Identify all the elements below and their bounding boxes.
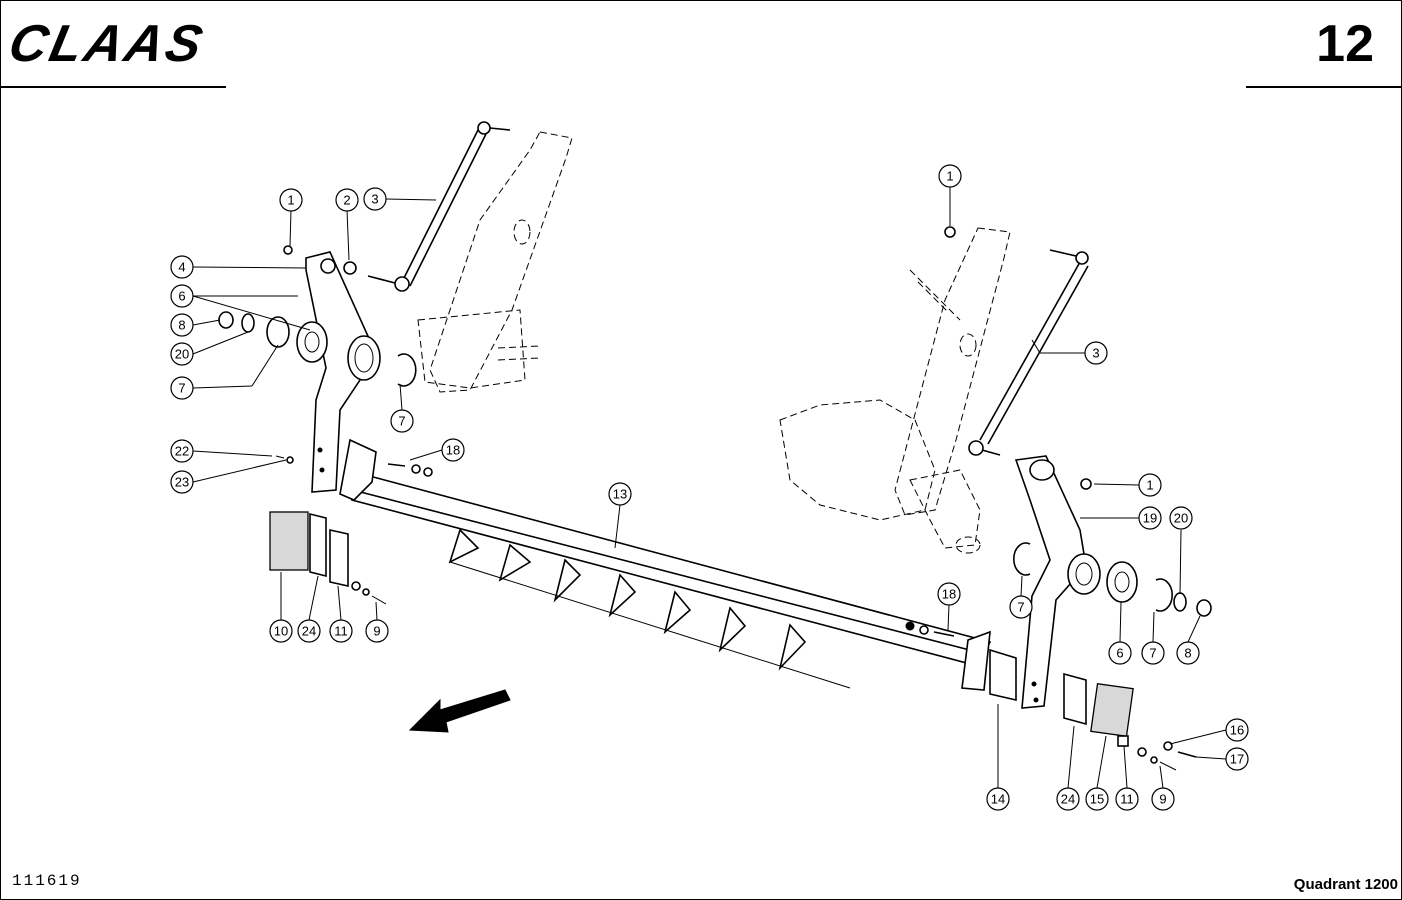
callout-15: 15 <box>1085 787 1109 811</box>
callout-9-right: 9 <box>1151 787 1175 811</box>
svg-text:8: 8 <box>178 318 185 333</box>
header-rule-right <box>1246 86 1402 88</box>
left-frame-outline <box>417 131 573 393</box>
svg-text:22: 22 <box>175 444 189 459</box>
svg-text:20: 20 <box>1174 511 1188 526</box>
callout-1-upper-right: 1 <box>938 164 962 188</box>
right-lever-arm <box>1014 455 1101 709</box>
callout-7-left-outer: 7 <box>170 376 194 400</box>
callout-13: 13 <box>608 482 632 506</box>
callout-22: 22 <box>170 439 194 463</box>
svg-text:19: 19 <box>1143 511 1157 526</box>
callout-24-left: 24 <box>297 619 321 643</box>
callout-20-right: 20 <box>1169 506 1193 530</box>
svg-text:11: 11 <box>1120 792 1134 807</box>
callout-9-left: 9 <box>365 619 389 643</box>
rotor-tines <box>448 528 851 689</box>
svg-text:15: 15 <box>1090 792 1104 807</box>
svg-text:11: 11 <box>334 624 348 639</box>
svg-text:3: 3 <box>371 192 378 207</box>
svg-text:9: 9 <box>373 624 380 639</box>
leader-lines <box>192 187 1227 789</box>
right-linkage-rod <box>968 249 1089 456</box>
left-fasteners <box>387 463 433 477</box>
left-linkage-rod <box>367 121 511 292</box>
callout-24-right: 24 <box>1056 787 1080 811</box>
svg-text:13: 13 <box>613 487 627 502</box>
callout-11-right: 11 <box>1115 787 1139 811</box>
svg-text:10: 10 <box>274 624 288 639</box>
svg-text:9: 9 <box>1159 792 1166 807</box>
callout-8-right: 8 <box>1176 641 1200 665</box>
callout-17: 17 <box>1225 747 1249 771</box>
callout-6-right: 6 <box>1108 641 1132 665</box>
callout-6-left: 6 <box>170 284 194 308</box>
rotor-shaft <box>339 438 992 691</box>
callout-8-left: 8 <box>170 313 194 337</box>
svg-text:14: 14 <box>991 792 1005 807</box>
header-rule-left <box>0 86 226 88</box>
svg-text:2: 2 <box>343 193 350 208</box>
right-scraper-plates <box>989 648 1197 771</box>
svg-text:24: 24 <box>302 624 316 639</box>
callout-2: 2 <box>335 188 359 212</box>
svg-text:16: 16 <box>1230 723 1244 738</box>
svg-text:4: 4 <box>178 260 185 275</box>
svg-text:6: 6 <box>1116 646 1123 661</box>
drawing-number: 111619 <box>12 872 82 890</box>
callout-23: 23 <box>170 470 194 494</box>
right-fasteners <box>905 621 955 637</box>
svg-text:7: 7 <box>178 381 185 396</box>
callout-1-upper-left: 1 <box>279 188 303 212</box>
svg-text:20: 20 <box>175 347 189 362</box>
callout-1-lower-right: 1 <box>1138 473 1162 497</box>
callout-7-right-inner: 7 <box>1009 595 1033 619</box>
svg-text:23: 23 <box>175 475 189 490</box>
left-lever-arm <box>305 251 381 493</box>
callout-7-left-inner: 7 <box>390 409 414 433</box>
callout-7-right-outer: 7 <box>1141 641 1165 665</box>
svg-text:18: 18 <box>942 587 956 602</box>
callout-16: 16 <box>1225 718 1249 742</box>
callout-18-left: 18 <box>441 438 465 462</box>
svg-text:17: 17 <box>1230 752 1244 767</box>
svg-text:1: 1 <box>1146 478 1153 493</box>
svg-text:7: 7 <box>398 414 405 429</box>
callout-10: 10 <box>269 619 293 643</box>
svg-text:7: 7 <box>1017 600 1024 615</box>
svg-text:3: 3 <box>1092 346 1099 361</box>
callout-18-right: 18 <box>937 582 961 606</box>
callout-3-right: 3 <box>1084 341 1108 365</box>
right-frame-outline <box>779 227 1011 554</box>
direction-arrow <box>408 689 511 733</box>
svg-text:8: 8 <box>1184 646 1191 661</box>
svg-text:24: 24 <box>1061 792 1075 807</box>
model-name: Quadrant 1200 <box>1293 876 1398 893</box>
callout-4: 4 <box>170 255 194 279</box>
page-number: 12 <box>1316 15 1374 73</box>
left-scraper-plates <box>269 455 387 605</box>
right-bearing-stack <box>944 226 1212 617</box>
svg-text:6: 6 <box>178 289 185 304</box>
svg-text:18: 18 <box>446 443 460 458</box>
callout-11-left: 11 <box>329 619 353 643</box>
left-bearing-stack <box>218 245 417 387</box>
callout-20-left: 20 <box>170 342 194 366</box>
svg-text:7: 7 <box>1149 646 1156 661</box>
svg-text:1: 1 <box>946 169 953 184</box>
callout-3-left: 3 <box>363 187 387 211</box>
callout-19: 19 <box>1138 506 1162 530</box>
svg-text:1: 1 <box>287 193 294 208</box>
callout-14: 14 <box>986 787 1010 811</box>
